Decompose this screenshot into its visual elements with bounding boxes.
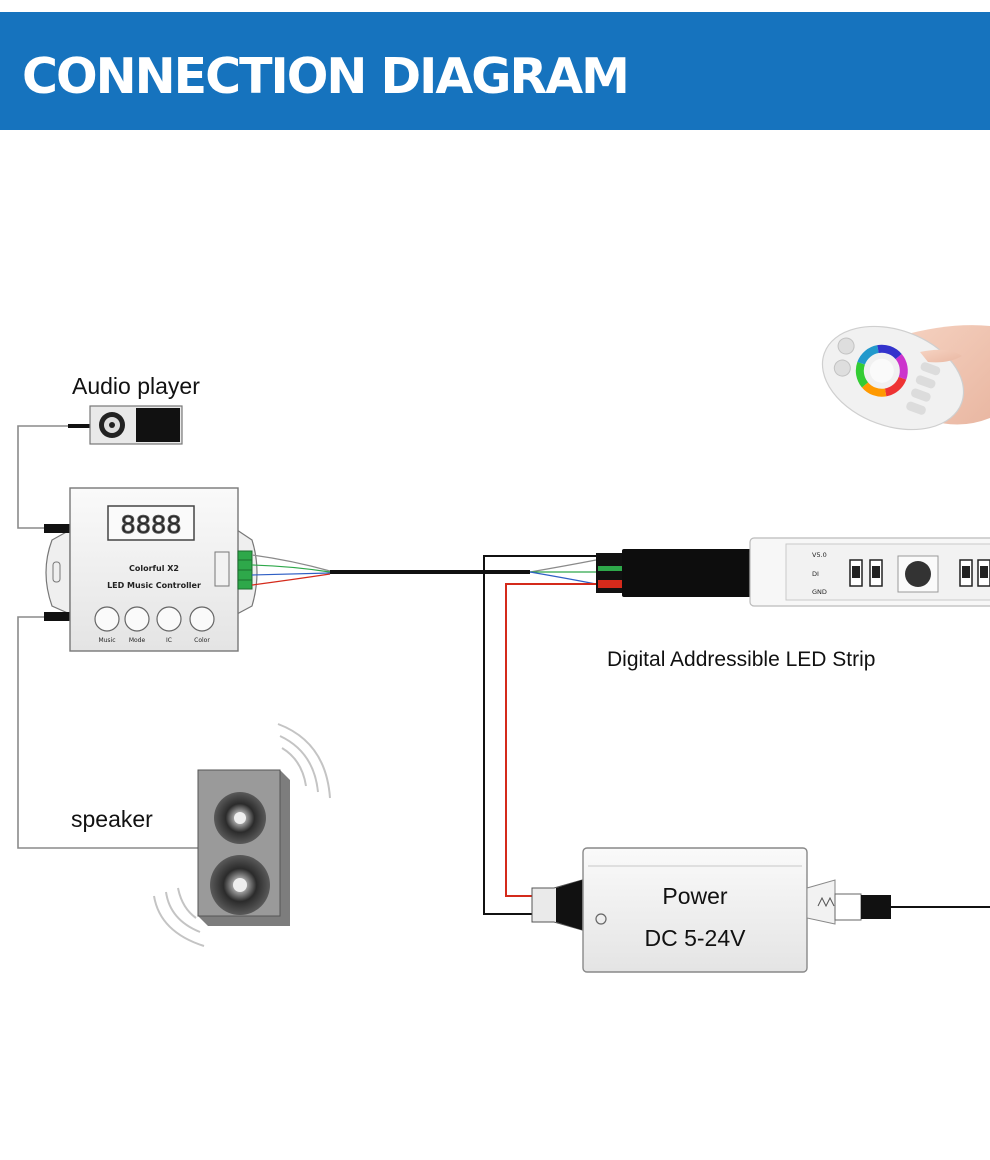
controller-button-label: IC	[166, 637, 172, 644]
music-controller: 8888 Colorful X2 LED Music Controller Mu…	[44, 487, 258, 652]
controller-name-line2: LED Music Controller	[107, 581, 201, 590]
speaker-device	[153, 723, 331, 947]
power-red-wire	[505, 583, 598, 897]
speaker-output-wire	[17, 616, 200, 849]
power-label: Power	[662, 883, 728, 909]
controller-name-line1: Colorful X2	[129, 564, 179, 573]
controller-button-label: Color	[194, 637, 210, 644]
power-supply	[531, 847, 990, 973]
strip-pad-label: DI	[812, 570, 819, 578]
power-black-wire	[483, 555, 598, 915]
led-strip-label: Digital Addressible LED Strip	[607, 648, 875, 671]
page-title: CONNECTION DIAGRAM	[22, 48, 630, 105]
speaker-label: speaker	[71, 806, 153, 832]
controller-output-wires	[251, 554, 331, 586]
controller-button-label: Music	[98, 637, 115, 644]
audio-input-wire	[17, 425, 72, 529]
power-voltage-label: DC 5-24V	[645, 925, 747, 951]
header-banner: CONNECTION DIAGRAM	[0, 12, 990, 130]
strip-pad-label: GND	[812, 588, 827, 596]
audio-player-device	[68, 405, 183, 445]
audio-player-label: Audio player	[72, 373, 200, 399]
controller-display: 8888	[120, 511, 181, 539]
strip-input-wires	[529, 559, 597, 585]
remote-control	[821, 325, 990, 431]
led-strip: V5.0 DI GND	[749, 537, 990, 607]
controller-button-label: Mode	[129, 637, 146, 644]
strip-pad-label: V5.0	[812, 551, 827, 559]
